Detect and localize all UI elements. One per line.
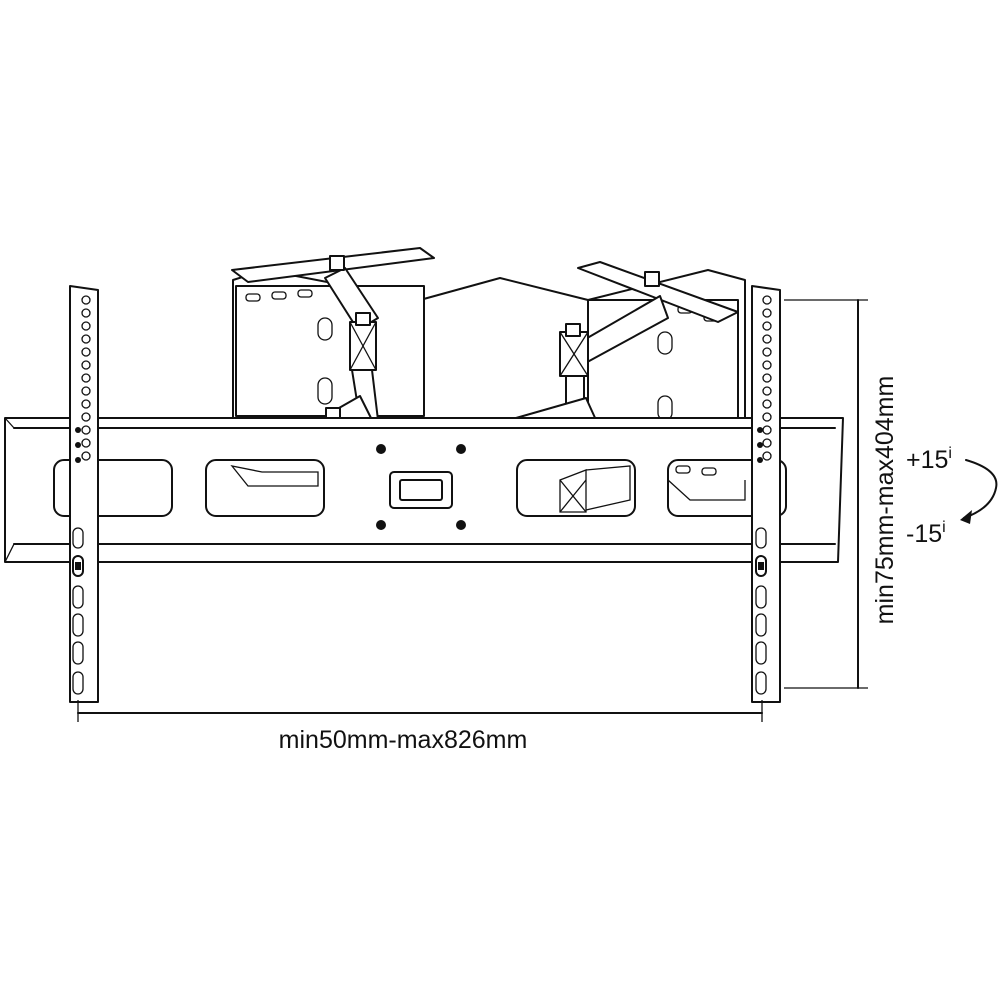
tilt-indicator: +15i -15i (906, 445, 998, 548)
horizontal-dimension: min50mm-max826mm (77, 700, 763, 754)
horizontal-rail (4, 417, 844, 563)
horizontal-dimension-label: min50mm-max826mm (279, 726, 528, 754)
vertical-dimension: min75mm-max404mm (784, 299, 899, 689)
right-tv-bracket (751, 285, 781, 703)
left-tv-bracket (69, 285, 99, 703)
tilt-arc-arrow-icon (963, 459, 998, 519)
tilt-down-value: -15 (906, 520, 942, 548)
tilt-down-unit: i (942, 519, 946, 536)
tilt-arrowhead-icon (960, 510, 972, 524)
svg-text:+15i: +15i (906, 445, 952, 474)
svg-text:-15i: -15i (906, 519, 946, 548)
tilt-up-unit: i (948, 445, 952, 462)
tilt-up-value: +15 (906, 446, 948, 474)
left-arm (231, 247, 435, 425)
vertical-dimension-label: min75mm-max404mm (871, 376, 899, 625)
